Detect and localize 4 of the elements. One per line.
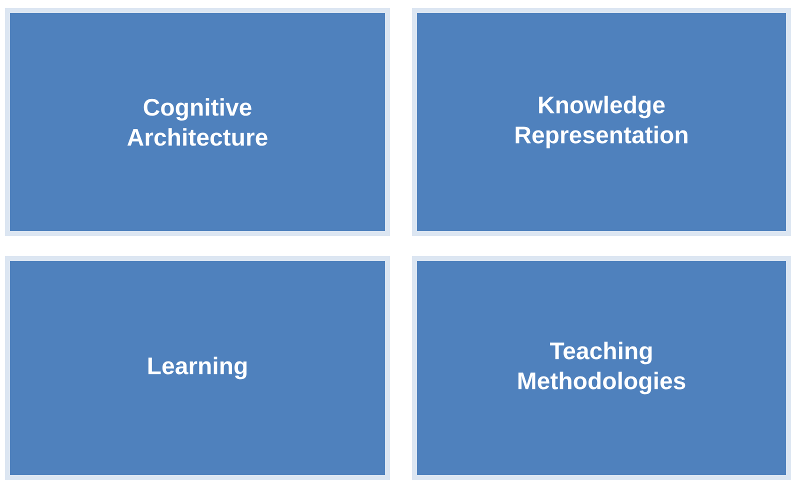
topic-box: Knowledge Representation — [412, 8, 791, 236]
topic-box: Teaching Methodologies — [412, 256, 791, 480]
topic-box: Learning — [5, 256, 390, 480]
topic-box: Cognitive Architecture — [5, 8, 390, 236]
